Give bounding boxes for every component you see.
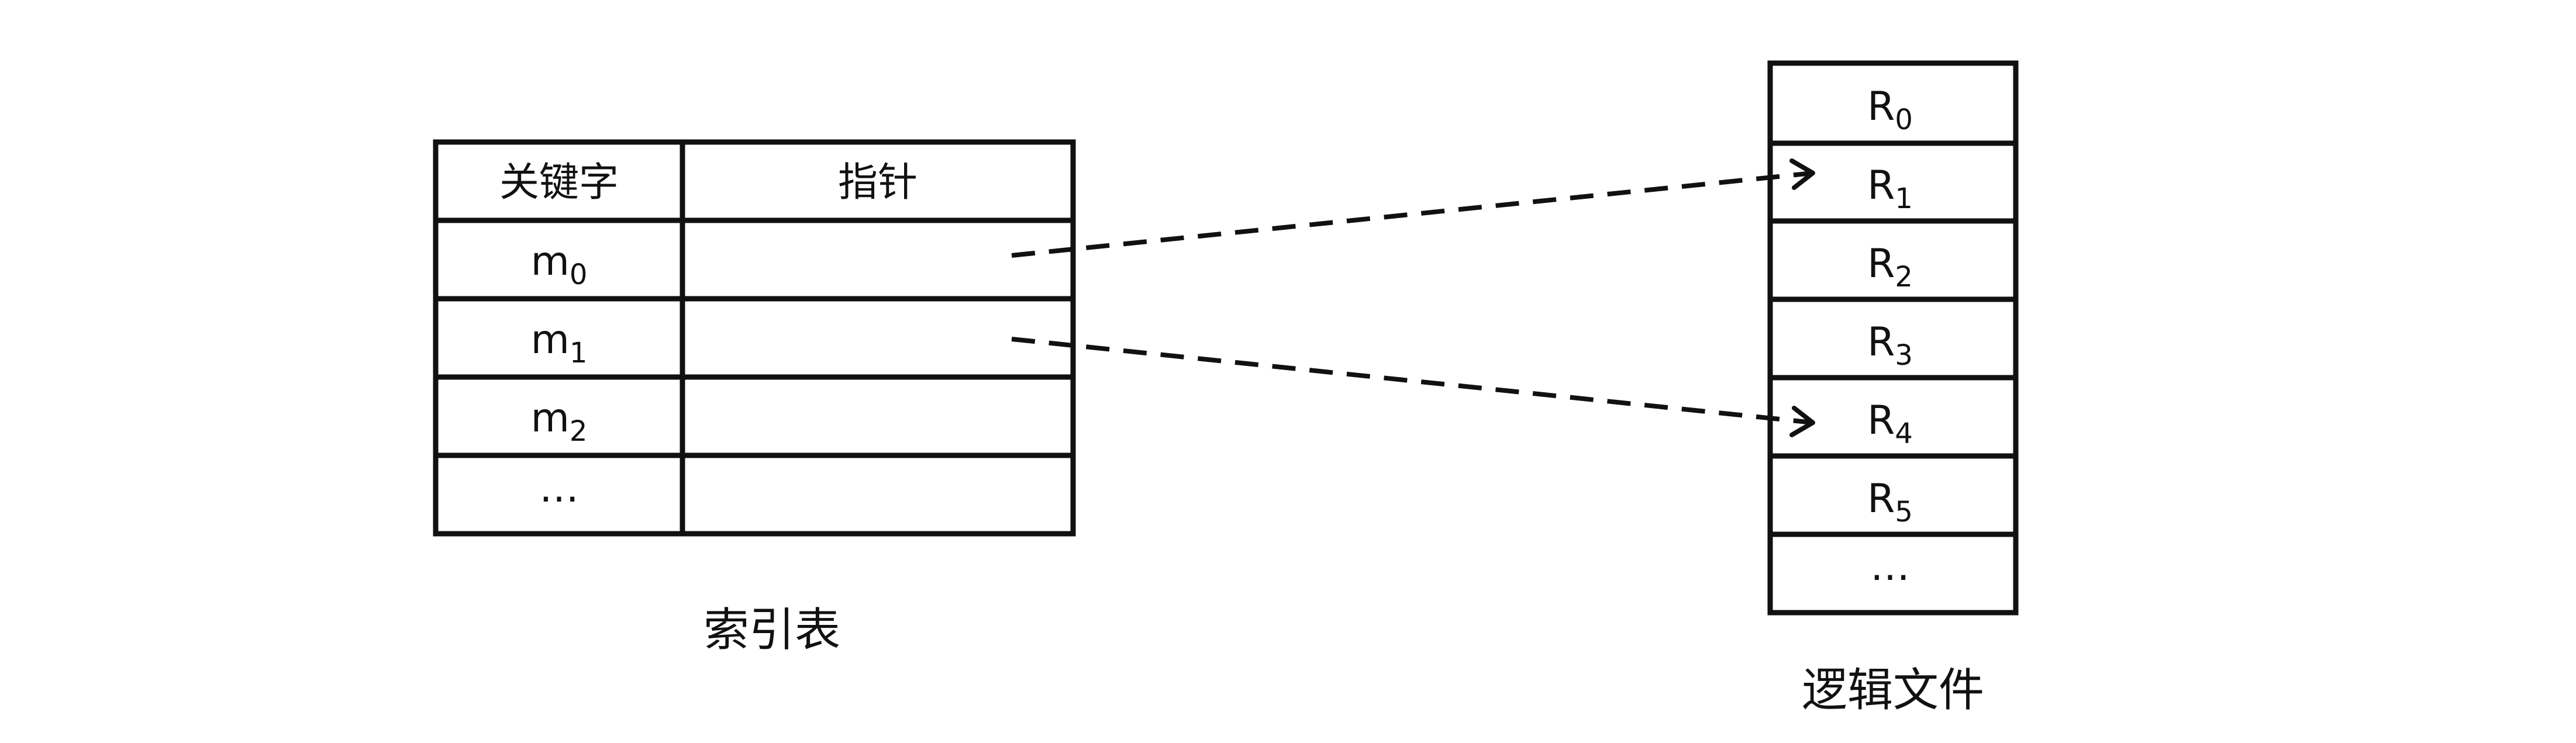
index-table: 关键字 指针 m0 m1 m2 … 索引表 [433,139,1076,656]
record-subscript: 4 [1895,417,1913,450]
record-subscript: 1 [1895,182,1913,215]
key-column-header: 关键字 [499,160,619,206]
logical-record: R1 [1867,163,1913,215]
logical-record: R4 [1867,398,1913,450]
key-subscript: 2 [570,415,588,448]
key-base: m [531,239,570,285]
index-key-cells: m0 m1 m2 … [531,239,588,512]
record-base: R [1867,84,1895,130]
index-table-border [433,139,1076,537]
pointer-arrow-m1-to-r4 [1011,337,1813,425]
record-subscript: 5 [1895,496,1913,528]
pointer-column-header: 指针 [838,160,918,206]
index-key-cell: m0 [531,239,588,291]
record-subscript: 0 [1895,103,1913,136]
arrowhead-icon [1789,406,1815,437]
key-base: … [539,465,579,512]
key-subscript: 1 [570,337,588,369]
record-subscript: 2 [1895,261,1913,293]
logical-file-border [1767,60,2019,616]
index-key-cell: m1 [531,317,588,369]
logical-record: R5 [1867,476,1913,528]
record-base: R [1867,398,1895,444]
record-base: R [1867,319,1895,365]
logical-record: R0 [1867,84,1913,136]
logical-record: R3 [1867,319,1913,372]
logical-record: … [1870,544,1910,590]
key-base: m [531,395,570,441]
key-subscript: 0 [570,258,588,291]
index-key-cell: m2 [531,395,588,448]
index-table-caption: 索引表 [704,604,840,656]
logical-record: R2 [1867,241,1913,293]
record-base: R [1867,476,1895,522]
pointer-arrow-m0-to-r1 [1011,171,1813,258]
record-base: … [1870,544,1910,590]
arrowhead-icon [1789,158,1815,190]
key-base: m [531,317,570,363]
record-subscript: 3 [1895,339,1913,372]
logical-file-caption: 逻辑文件 [1802,664,1984,717]
logical-file: R0 R1 R2 R3 R4 R5 … 逻辑文件 [1767,60,2019,717]
record-base: R [1867,241,1895,287]
pointer-arrows [1011,158,1815,437]
record-base: R [1867,163,1895,209]
index-key-cell: … [539,465,579,512]
logical-file-records: R0 R1 R2 R3 R4 R5 … [1867,84,1913,590]
